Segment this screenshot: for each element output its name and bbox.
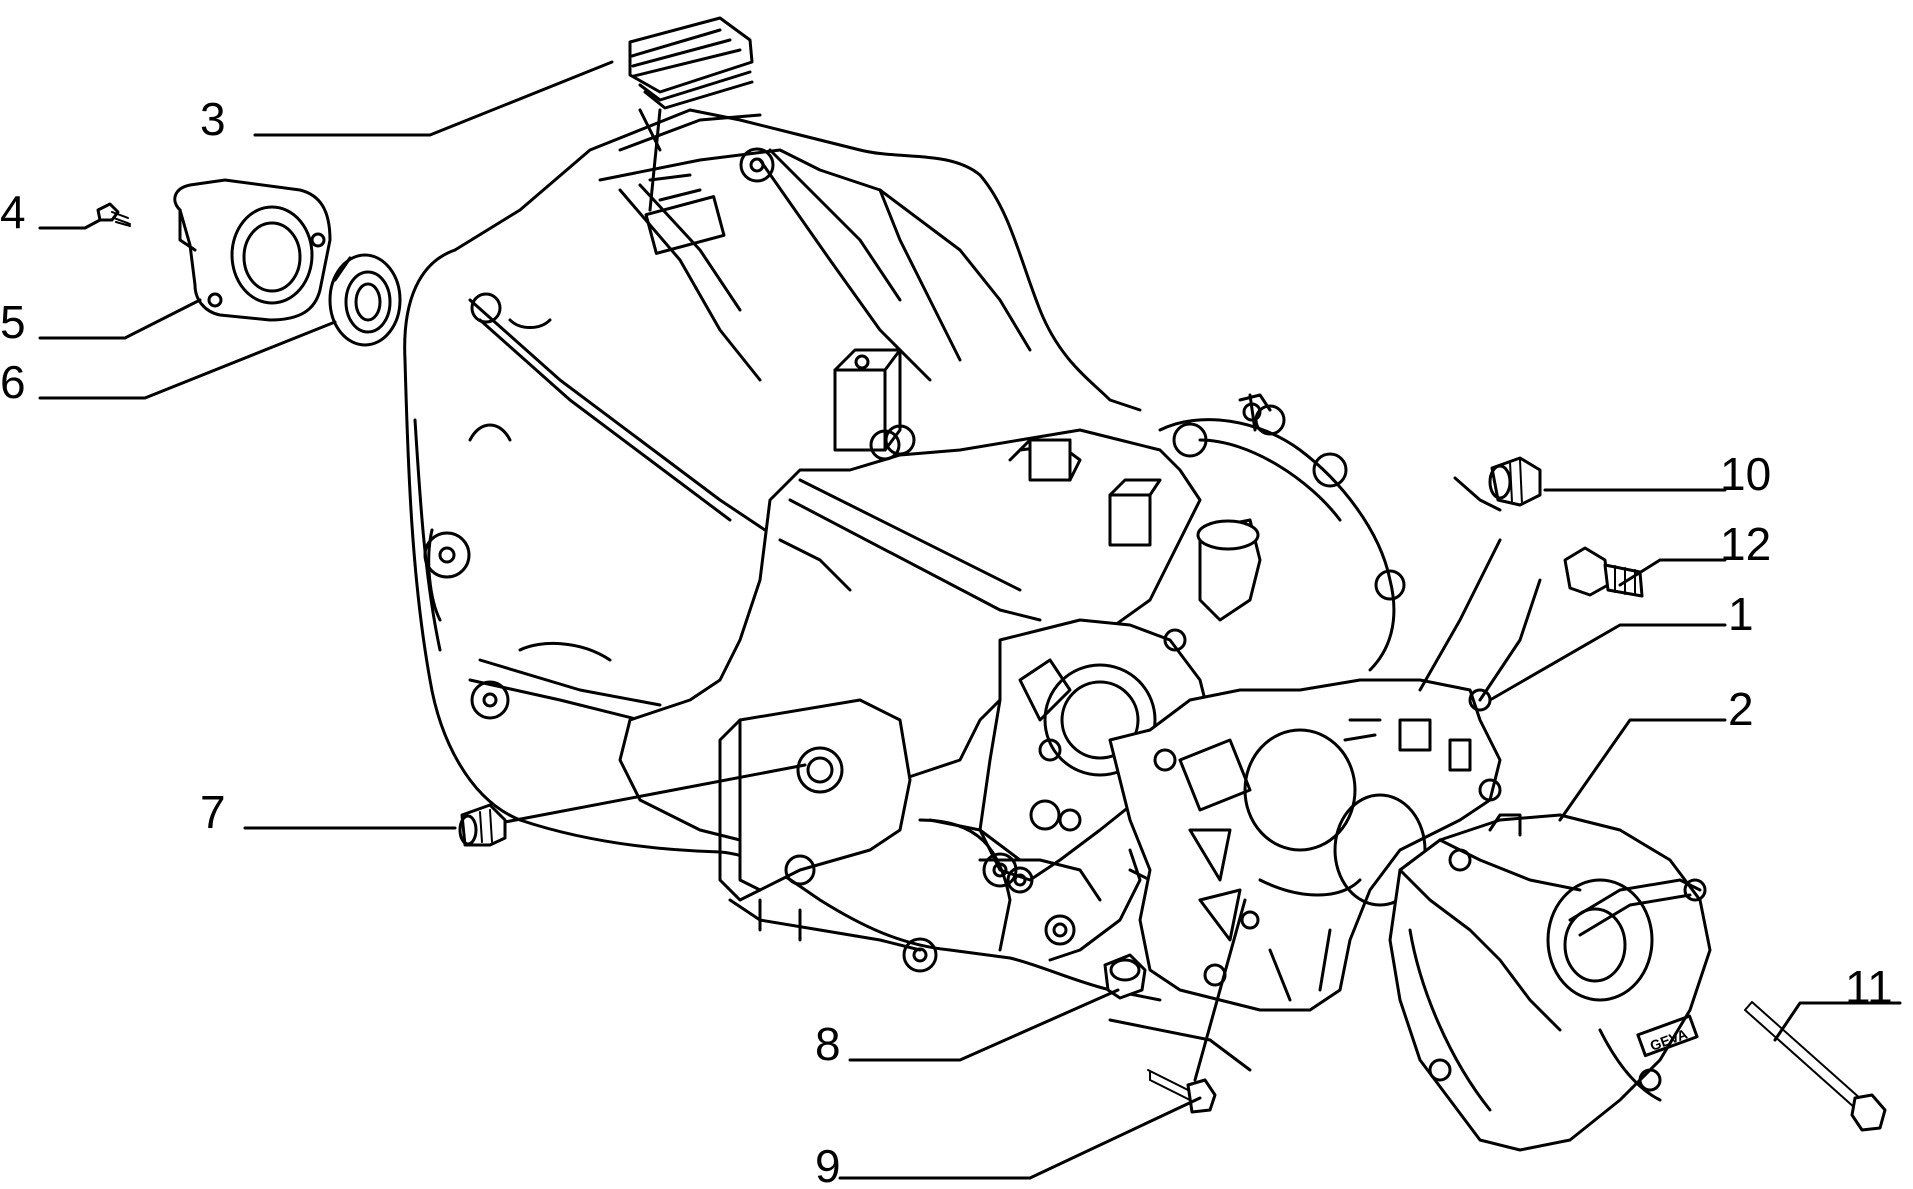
callout-5: 5 (0, 296, 26, 348)
callout-labels: 3 4 5 6 7 8 9 10 12 1 2 11 (0, 93, 1893, 1189)
callout-10: 10 (1720, 448, 1771, 500)
plug-part-10 (1488, 456, 1542, 507)
callout-11: 11 (1845, 961, 1893, 1013)
switch-part-12 (1563, 546, 1644, 598)
long-bolt-part-11 (1744, 1001, 1887, 1132)
screw-part-4 (96, 202, 131, 227)
callout-6: 6 (0, 356, 26, 408)
callout-12: 12 (1720, 518, 1771, 570)
leader-lines (38, 60, 1902, 1180)
plug-part-8 (1103, 953, 1147, 1000)
callout-2: 2 (1728, 683, 1754, 735)
gearbox-housing (403, 108, 1162, 1002)
rear-cover-housing: GEVA (1388, 813, 1712, 1152)
callout-3: 3 (200, 93, 226, 145)
plug-part-7 (458, 803, 507, 847)
seal-ring-part (328, 253, 402, 347)
callout-9: 9 (815, 1140, 841, 1184)
callout-4: 4 (0, 186, 26, 238)
rear-cover-plate (1108, 678, 1502, 1012)
gearbox-main-body (618, 348, 1406, 973)
callout-8: 8 (815, 1018, 841, 1070)
bolt-part-9 (1147, 1069, 1217, 1114)
callout-1: 1 (1728, 588, 1754, 640)
guide-sleeve-part (173, 178, 332, 322)
callout-7: 7 (200, 786, 226, 838)
rubber-boot-part (628, 16, 754, 110)
